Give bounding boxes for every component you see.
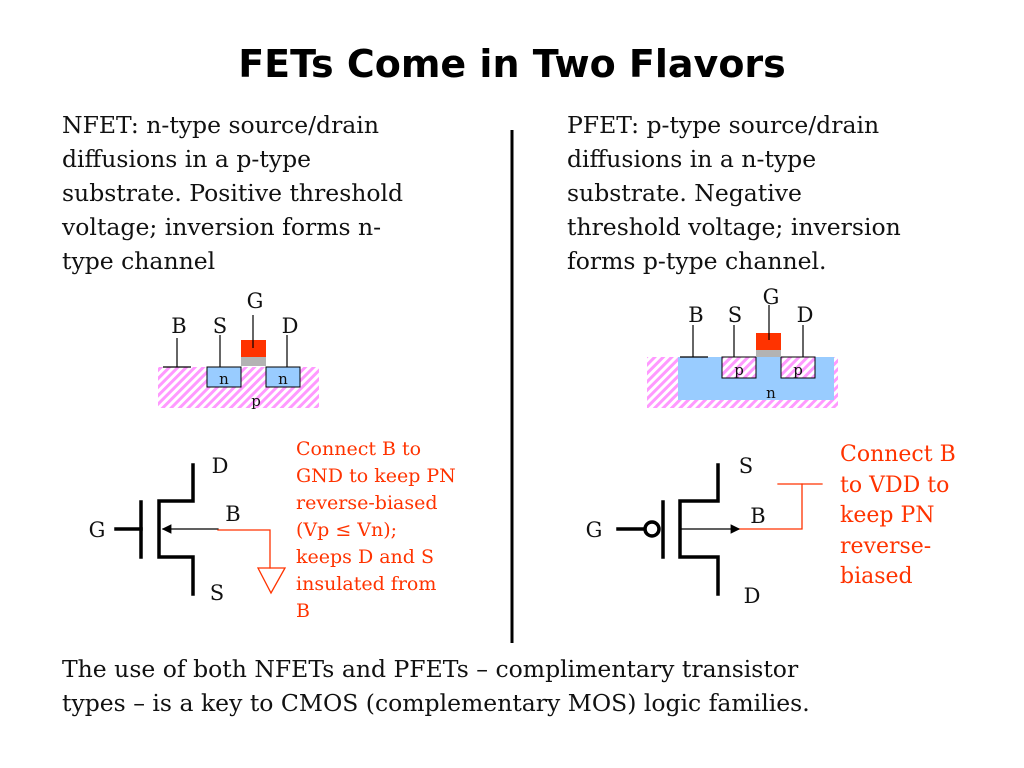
label-g: G: [586, 518, 603, 542]
slide-title: FETs Come in Two Flavors: [238, 42, 786, 86]
label-p-substrate: p: [251, 392, 261, 410]
label-s: S: [210, 581, 224, 605]
label-s: S: [739, 454, 753, 478]
text-line: Connect B: [840, 442, 956, 467]
nfet-symbol: G D B S: [89, 454, 287, 605]
text-line: diffusions in a p-type: [62, 145, 312, 173]
text-line: keep PN: [840, 503, 935, 528]
gnd-wire: [217, 529, 271, 569]
label-g: G: [247, 289, 264, 313]
gate-poly: [756, 333, 781, 350]
text-line: insulated from: [296, 573, 437, 595]
gate-oxide: [756, 350, 781, 357]
drain-region: [780, 356, 816, 379]
text-line: substrate. Positive threshold: [62, 179, 404, 207]
text-line: NFET: n-type source/drain: [62, 111, 379, 139]
label-g: G: [89, 518, 106, 542]
text-line: type channel: [62, 247, 216, 275]
text-line: reverse-: [840, 533, 932, 559]
text-line: substrate. Negative: [567, 179, 802, 207]
text-line: Connect B to: [296, 438, 422, 460]
text-line: to VDD to: [840, 472, 950, 498]
inversion-bubble-icon: [643, 520, 661, 538]
nfet-cross-section: B S G D n n p: [158, 289, 319, 410]
label-d: D: [744, 584, 761, 608]
label-d: D: [797, 303, 814, 327]
label-p-source: p: [734, 361, 744, 379]
label-s: S: [213, 314, 227, 338]
gate-oxide: [241, 357, 266, 366]
footer-text: The use of both NFETs and PFETs – compli…: [62, 652, 810, 720]
text-line: diffusions in a n-type: [567, 145, 817, 173]
pfet-description: PFET: p-type source/drain diffusions in …: [567, 108, 901, 278]
vdd-wire: [739, 483, 803, 530]
gate-poly: [241, 340, 266, 357]
drain-region: [265, 366, 301, 388]
label-b: B: [750, 504, 765, 528]
label-d: D: [212, 454, 229, 478]
label-b: B: [225, 502, 240, 526]
source-region: [206, 366, 242, 388]
label-g: G: [763, 285, 780, 309]
label-p-drain: p: [793, 361, 803, 379]
nfet-bulk-note: Connect B to GND to keep PN reverse-bias…: [296, 436, 456, 625]
text-line: B: [296, 600, 310, 622]
ground-icon: [256, 567, 287, 595]
text-line: reverse-biased: [296, 492, 438, 514]
text-line: types – is a key to CMOS (complementary …: [62, 689, 810, 717]
text-line: (Vp ≤ Vn);: [296, 519, 398, 541]
label-b: B: [688, 303, 703, 327]
label-d: D: [282, 314, 299, 338]
text-line: The use of both NFETs and PFETs – compli…: [62, 655, 799, 683]
text-line: forms p-type channel.: [567, 247, 827, 275]
text-line: voltage; inversion forms n-: [62, 213, 382, 241]
text-line: threshold voltage; inversion: [567, 213, 901, 241]
text-line: GND to keep PN: [296, 465, 456, 487]
text-line: keeps D and S: [296, 546, 435, 568]
text-line: PFET: p-type source/drain: [567, 111, 880, 139]
label-s: S: [728, 303, 742, 327]
nfet-description: NFET: n-type source/drain diffusions in …: [62, 108, 403, 278]
pfet-cross-section: B S G D p p n: [647, 285, 838, 408]
pfet-symbol: G S B D: [586, 454, 823, 608]
pfet-bulk-note: Connect B to VDD to keep PN reverse- bia…: [840, 440, 956, 593]
label-n-drain: n: [278, 370, 288, 388]
text-line: biased: [840, 564, 913, 589]
label-n-well: n: [766, 384, 776, 402]
label-n-source: n: [219, 370, 229, 388]
source-region: [721, 356, 757, 379]
label-b: B: [171, 314, 186, 338]
